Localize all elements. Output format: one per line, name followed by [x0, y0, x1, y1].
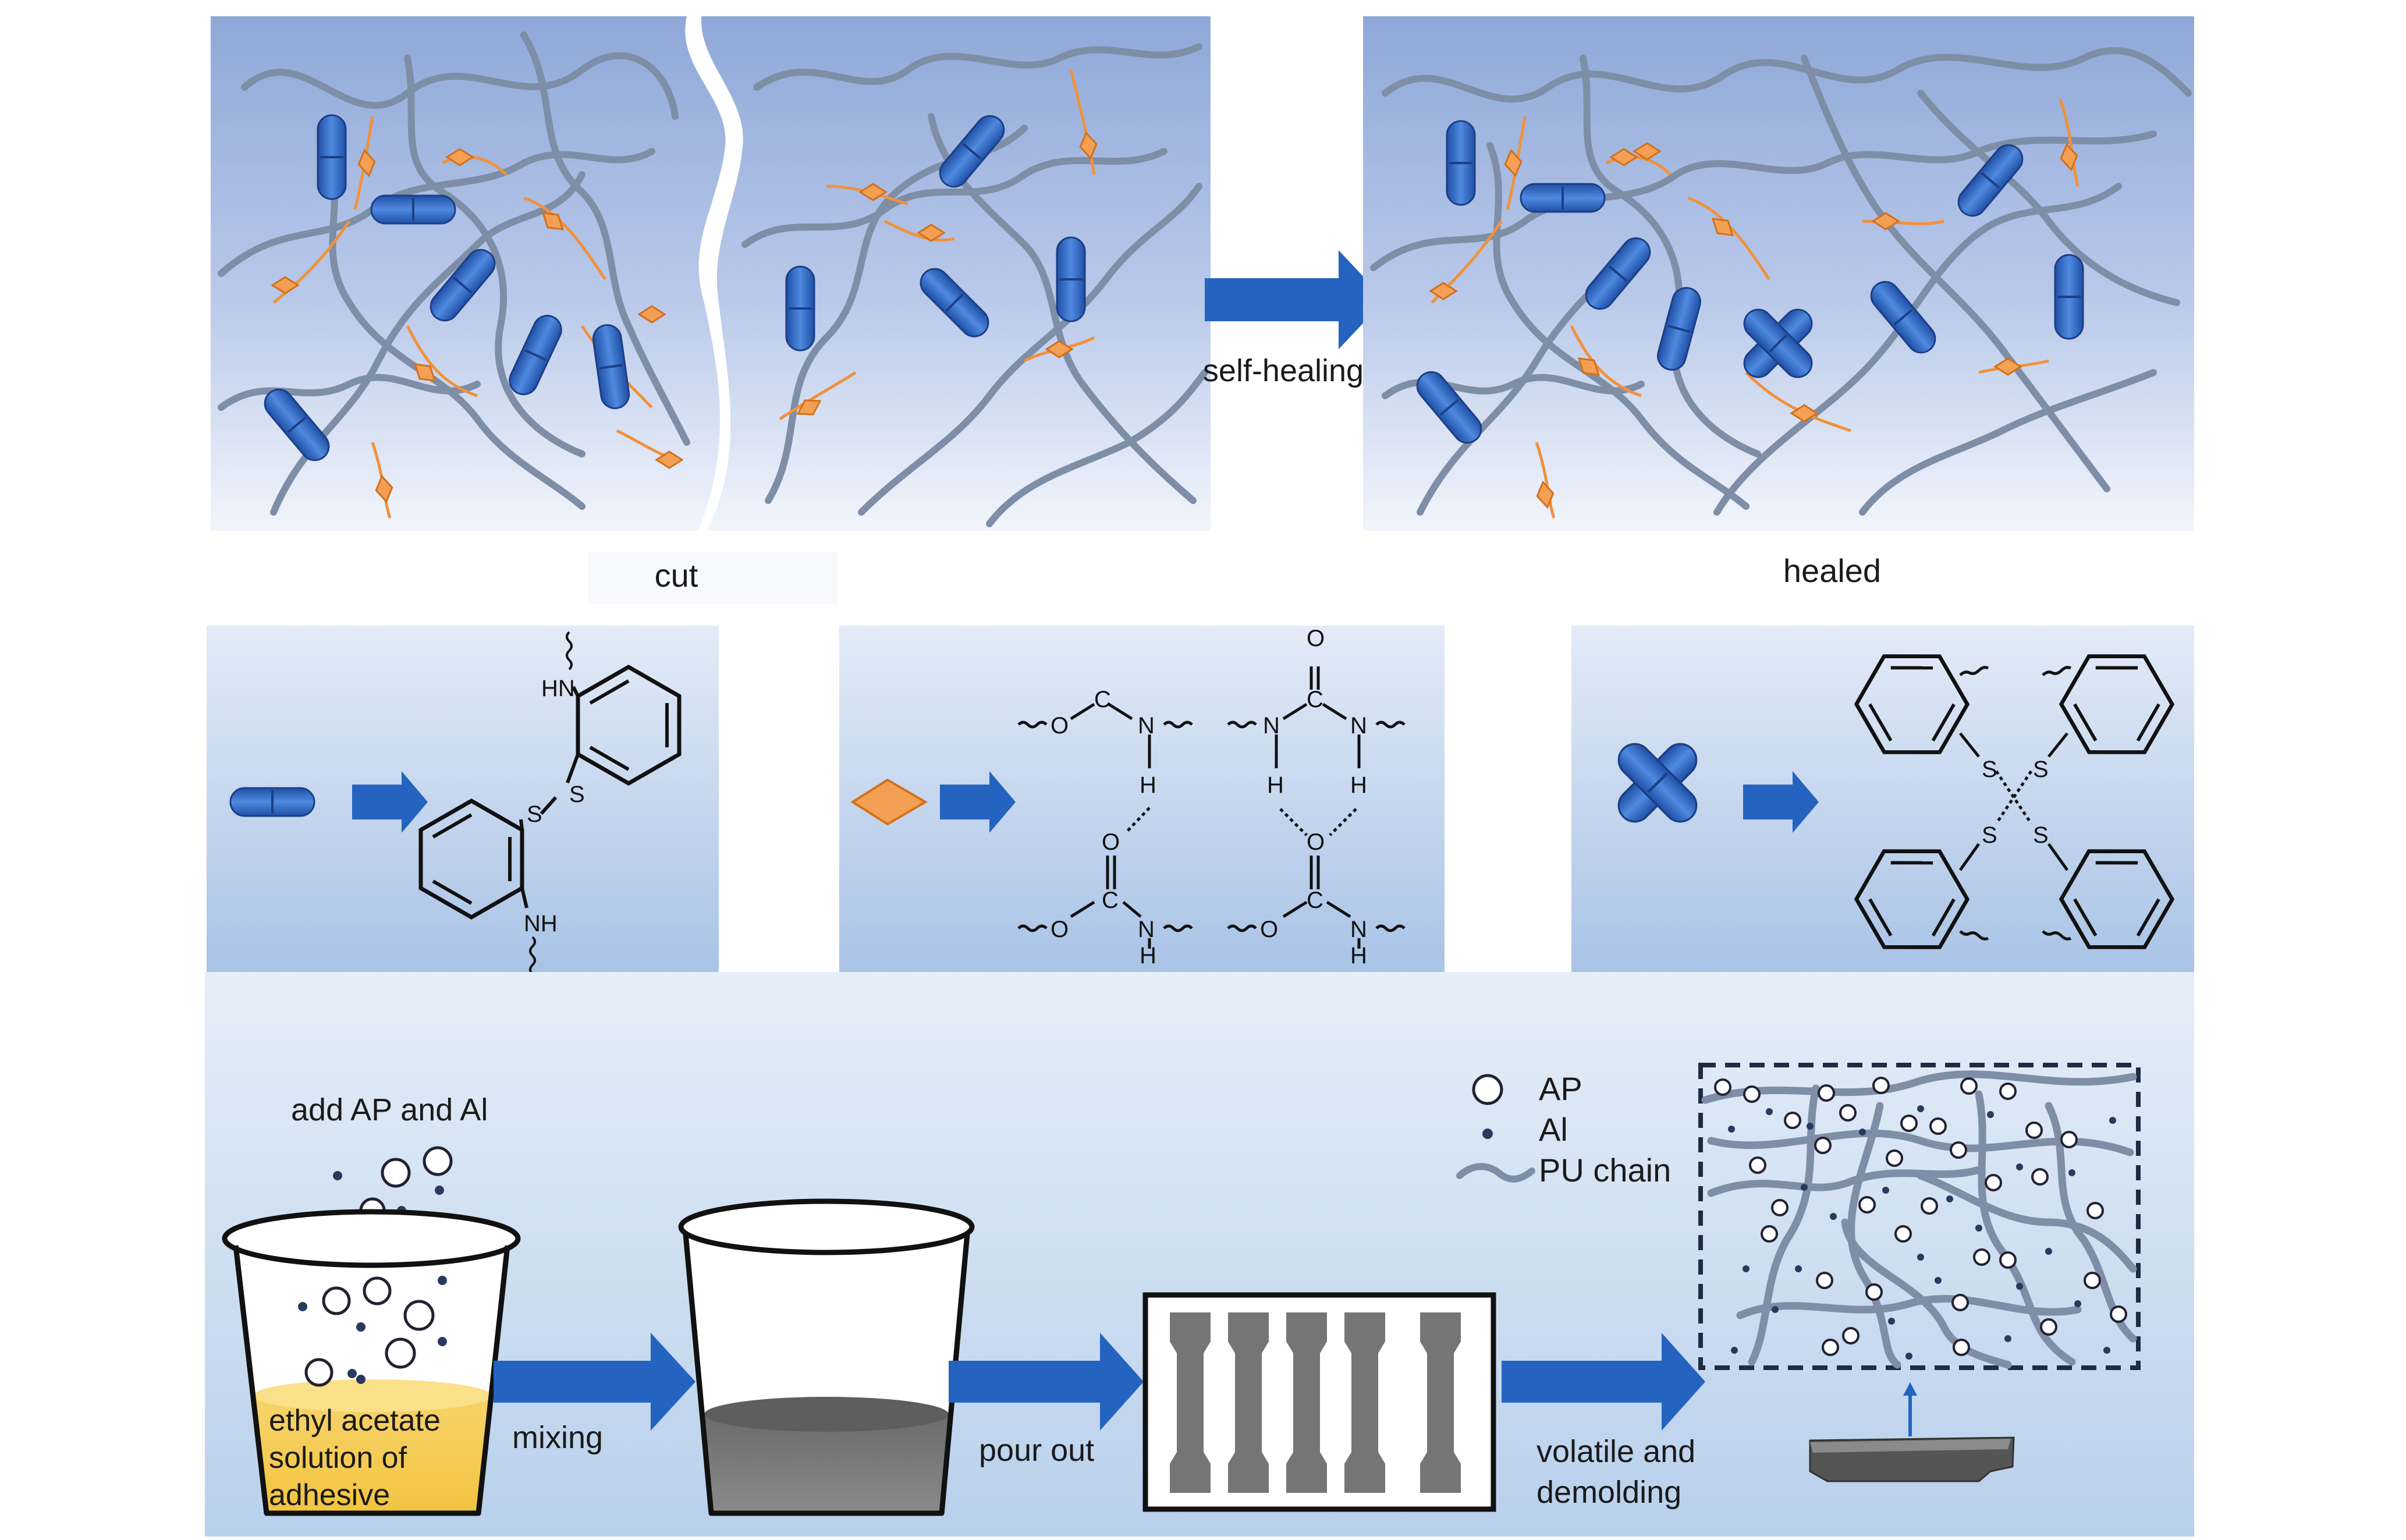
sulfur-tr: S	[2033, 757, 2049, 782]
sulfur-1: S	[569, 782, 585, 807]
solution-label-2: solution of	[269, 1441, 407, 1475]
solution-label-3: adhesive	[269, 1478, 390, 1512]
legend: AP Al PU chain	[1456, 1070, 1671, 1188]
urea-h-3: H	[1350, 943, 1367, 968]
pour-out-arrow	[949, 1333, 1144, 1431]
pour-out-label: pour out	[979, 1433, 1094, 1468]
beaker-mixed	[678, 1198, 975, 1516]
urethane-h-2: H	[1140, 943, 1156, 968]
self-healing-label: self-healing	[1203, 353, 1364, 388]
nh-label: NH	[524, 911, 558, 936]
self-healing-arrow	[1205, 250, 1385, 349]
healed-label: healed	[1783, 552, 1881, 589]
sulfur-tl: S	[1982, 757, 1997, 782]
urea-n-2: N	[1350, 713, 1367, 739]
mixing-label: mixing	[512, 1420, 603, 1455]
urethane-o-3: O	[1051, 917, 1069, 942]
urethane-h-1: H	[1140, 772, 1156, 798]
urea-n-3: N	[1350, 917, 1367, 942]
urethane-c-1: C	[1094, 687, 1111, 712]
hydrogen-links-left	[272, 116, 676, 519]
sulfur-br: S	[2033, 822, 2049, 848]
volatile-label-2: demolding	[1536, 1475, 1681, 1510]
urethane-n-1: N	[1138, 713, 1155, 739]
urea-o-bottom: O	[1260, 917, 1278, 942]
urethane-c-2: C	[1102, 888, 1119, 913]
healed-panel	[1363, 16, 2194, 531]
legend-pu-label: PU chain	[1539, 1152, 1671, 1188]
urea-h-2: H	[1350, 772, 1367, 798]
urethane-o-1: O	[1051, 713, 1069, 739]
beaker-adhesive	[222, 1209, 521, 1516]
volatile-label-1: volatile and	[1536, 1434, 1695, 1469]
metathesis-panel: S S S S	[1571, 626, 2194, 972]
urea-o-top: O	[1307, 626, 1325, 651]
urethane-o-2: O	[1102, 829, 1120, 855]
sulfur-bl: S	[1982, 822, 1997, 848]
mixing-arrow	[494, 1333, 695, 1431]
sulfur-2: S	[527, 801, 542, 827]
solution-label-1: ethyl acetate	[269, 1404, 441, 1438]
dumbbell-mold	[1142, 1292, 1496, 1512]
demolding-arrow	[1502, 1333, 1705, 1431]
cut-label-box	[588, 552, 838, 604]
disulfide-panel: S S HN NH	[207, 626, 719, 975]
cut-label: cut	[655, 557, 698, 594]
legend-al-swatch	[1482, 1129, 1493, 1139]
hn-label: HN	[541, 676, 575, 701]
hydrogen-bond-panel: O C N H O O C N H O C	[839, 626, 1445, 972]
urea-n-1: N	[1263, 713, 1280, 739]
legend-al-label: Al	[1539, 1111, 1568, 1148]
add-ap-al-label: add AP and Al	[291, 1092, 488, 1127]
legend-ap-label: AP	[1539, 1070, 1582, 1107]
urethane-n-2: N	[1138, 917, 1155, 942]
composite-structure	[1698, 1063, 2141, 1482]
urea-h-1: H	[1267, 772, 1284, 798]
urea-c-2: C	[1307, 888, 1323, 913]
urea-c-1: C	[1307, 687, 1323, 712]
legend-pu-swatch	[1456, 1163, 1535, 1183]
urea-o-mid: O	[1307, 829, 1325, 855]
cut-panel	[211, 16, 1211, 531]
legend-ap-swatch	[1472, 1074, 1503, 1105]
